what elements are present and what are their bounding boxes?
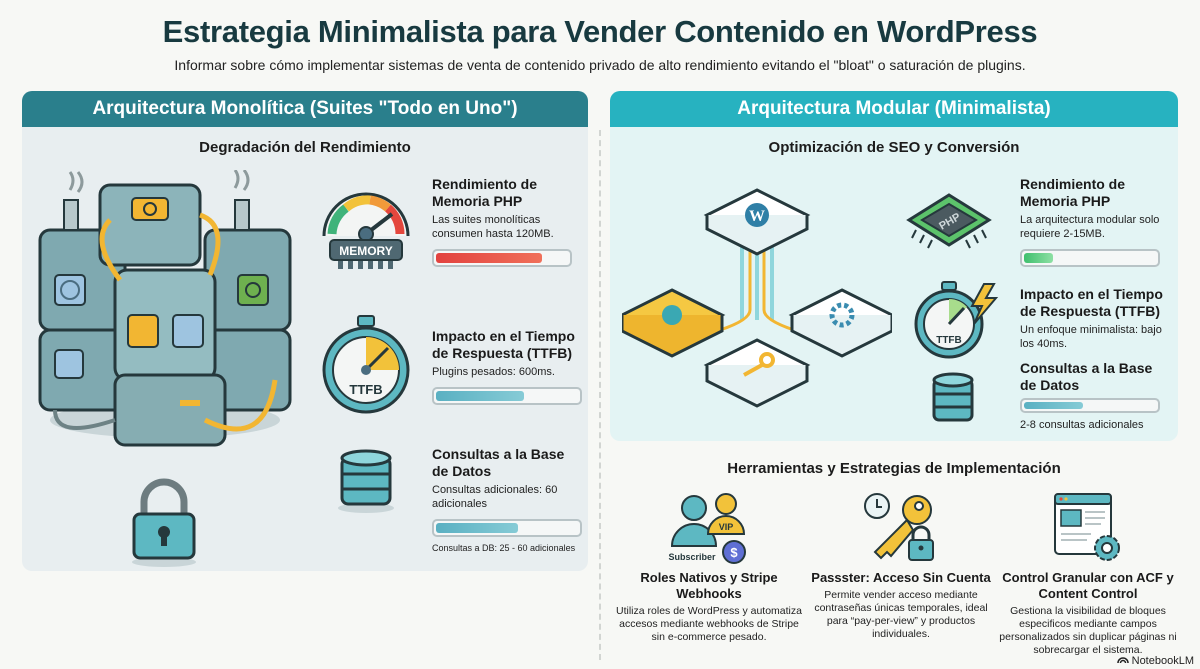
metric-description: Plugins pesados: 600ms. xyxy=(432,366,555,378)
tool-roles-stripe: VIP $ Subscriber Roles Nativos y Stripe … xyxy=(614,488,804,644)
browser-gear-icon xyxy=(990,488,1186,568)
page-title: Estrategia Minimalista para Vender Conte… xyxy=(162,14,1038,49)
monolithic-db-metric: Consultas a la Base de Datos Consultas a… xyxy=(432,446,582,553)
key-clock-lock-icon xyxy=(806,488,996,568)
modular-db-metric: Consultas a la Base de Datos 2-8 consult… xyxy=(1020,360,1160,432)
monolithic-blocks-illustration xyxy=(30,169,300,455)
tool-title: Control Granular con ACF y Content Contr… xyxy=(1002,570,1174,601)
memory-progress-bar xyxy=(432,249,572,267)
metric-description: Las suites monolíticas consumen hasta 12… xyxy=(432,214,554,240)
tool-description: Permite vender acceso mediante contraseñ… xyxy=(814,589,988,640)
brand-label: NotebookLM xyxy=(1131,654,1194,667)
svg-text:$: $ xyxy=(730,545,738,560)
notebooklm-brand: NotebookLM xyxy=(1116,654,1194,667)
db-range-note: Consultas a DB: 25 - 60 adicionales xyxy=(432,543,576,553)
db-progress-bar xyxy=(1020,398,1160,413)
modular-blocks-illustration: W xyxy=(618,180,896,425)
modular-subheading: Optimización de SEO y Conversión xyxy=(768,139,1020,156)
metric-title: Rendimiento de Memoria PHP xyxy=(432,176,538,209)
metric-title: Rendimiento de Memoria PHP xyxy=(1020,176,1126,209)
db-progress-bar xyxy=(432,519,582,537)
modular-heading: Arquitectura Modular (Minimalista) xyxy=(610,91,1178,127)
svg-text:MEMORY: MEMORY xyxy=(339,244,393,258)
svg-text:VIP: VIP xyxy=(719,522,734,532)
padlock-icon xyxy=(128,478,200,573)
tool-acf-content-control: Control Granular con ACF y Content Contr… xyxy=(990,488,1186,657)
memory-gauge-icon: MEMORY xyxy=(316,174,416,279)
tool-title: Roles Nativos y Stripe Webhooks xyxy=(640,570,778,601)
database-icon xyxy=(930,372,976,429)
metric-title: Impacto en el Tiempo de Respuesta (TTFB) xyxy=(1020,286,1163,319)
monolithic-subheading: Degradación del Rendimiento xyxy=(199,139,411,156)
metric-description: La arquitectura modular solo requiere 2-… xyxy=(1020,214,1160,240)
modular-ttfb-metric: Impacto en el Tiempo de Respuesta (TTFB)… xyxy=(1020,286,1170,351)
monolithic-heading: Arquitectura Monolítica (Suites "Todo en… xyxy=(22,91,588,127)
modular-memory-metric: Rendimiento de Memoria PHP La arquitectu… xyxy=(1020,176,1160,267)
metric-description: Consultas adicionales: 60 adicionales xyxy=(432,484,558,510)
tools-heading: Herramientas y Estrategias de Implementa… xyxy=(727,460,1061,477)
subscriber-roles-icon: VIP $ Subscriber xyxy=(614,488,804,568)
notebooklm-logo-icon xyxy=(1116,654,1129,667)
tool-description: Utiliza roles de WordPress y automatiza … xyxy=(616,605,802,643)
page-subtitle: Informar sobre cómo implementar sistemas… xyxy=(174,57,1026,73)
svg-text:TTFB: TTFB xyxy=(349,382,382,397)
section-divider xyxy=(599,130,601,660)
svg-text:Subscriber: Subscriber xyxy=(668,552,716,562)
memory-progress-bar xyxy=(1020,249,1160,267)
metric-description: Un enfoque minimalista: bajo los 40ms. xyxy=(1020,324,1162,350)
database-icon xyxy=(336,448,396,519)
monolithic-memory-metric: Rendimiento de Memoria PHP Las suites mo… xyxy=(432,176,572,267)
metric-title: Impacto en el Tiempo de Respuesta (TTFB) xyxy=(432,328,575,361)
metric-description: 2-8 consultas adicionales xyxy=(1020,419,1144,431)
tool-description: Gestiona la visibilidad de bloques espec… xyxy=(999,605,1177,656)
fast-stopwatch-icon: TTFB xyxy=(912,280,1007,365)
metric-title: Consultas a la Base de Datos xyxy=(1020,360,1153,393)
php-chip-icon: PHP xyxy=(904,190,994,265)
metric-title: Consultas a la Base de Datos xyxy=(432,446,565,479)
tool-passster: Passster: Acceso Sin Cuenta Permite vend… xyxy=(806,488,996,641)
ttfb-progress-bar xyxy=(432,387,582,405)
monolithic-ttfb-metric: Impacto en el Tiempo de Respuesta (TTFB)… xyxy=(432,328,582,405)
stopwatch-icon: TTFB xyxy=(318,312,414,421)
svg-text:TTFB: TTFB xyxy=(936,335,962,346)
svg-text:W: W xyxy=(749,208,765,225)
tool-title: Passster: Acceso Sin Cuenta xyxy=(811,570,991,585)
